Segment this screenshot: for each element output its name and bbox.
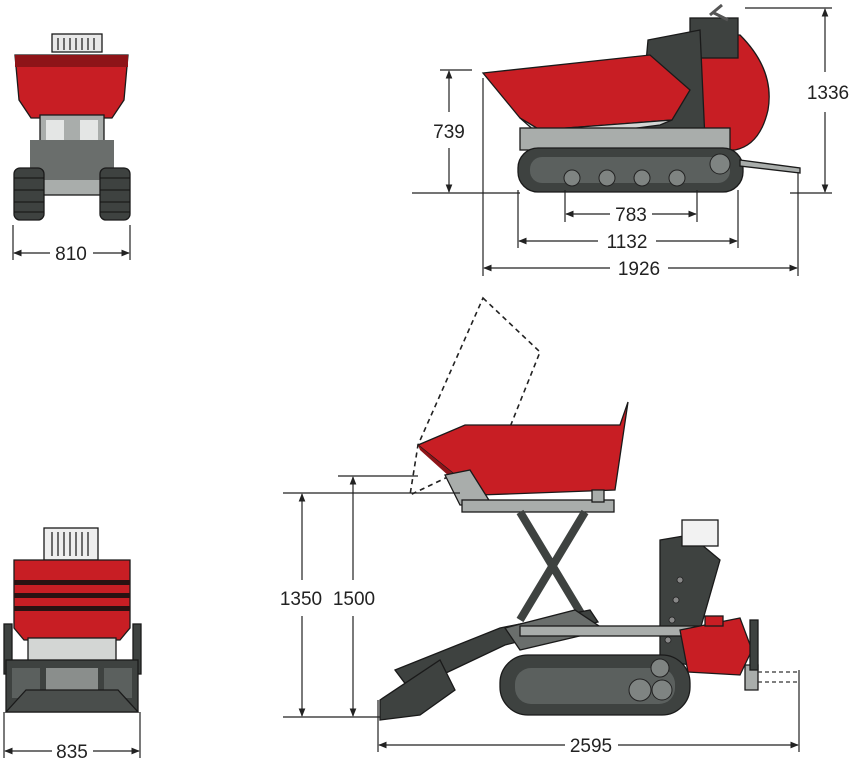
front-view: 810 [12,33,131,265]
side-view: 1336 739 783 1132 1926 [412,3,849,280]
rear-width-label: 835 [56,742,88,758]
side-sprocket-distance-label: 783 [615,205,647,226]
rear-view: 835 [3,527,142,758]
lift-view: 1350 1500 2595 [280,296,800,757]
front-width-label: 810 [55,244,87,265]
side-track-length-label: 1132 [607,232,648,253]
lift-height-1-label: 1350 [280,589,322,610]
side-total-length-label: 1926 [618,259,660,280]
lift-height-2-label: 1500 [333,589,375,610]
side-total-height-label: 1336 [807,83,849,104]
side-skip-height-label: 739 [433,122,465,143]
lift-total-length-label: 2595 [570,736,612,757]
